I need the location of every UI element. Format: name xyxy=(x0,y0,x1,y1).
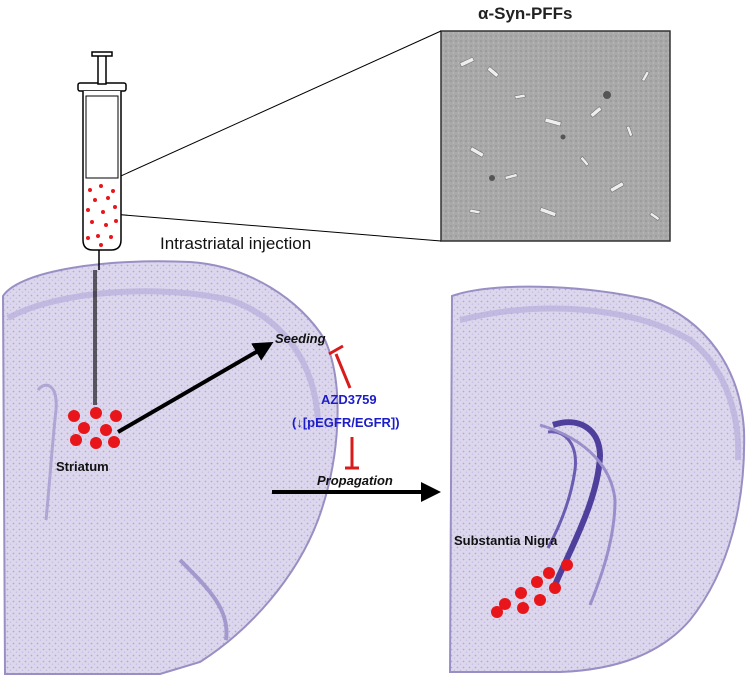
pff-particles xyxy=(86,184,118,247)
zoom-line-top xyxy=(111,30,442,181)
drug-label: AZD3759 xyxy=(321,392,377,407)
seeding-label: Seeding xyxy=(275,331,326,346)
inhibit-propagation xyxy=(345,437,359,470)
seeding-arrow xyxy=(116,341,274,434)
injection-label: Intrastriatal injection xyxy=(160,234,312,253)
nigra-aggregates xyxy=(491,559,573,618)
pff-micrograph xyxy=(440,30,671,242)
micrograph-title: α-Syn-PFFs xyxy=(478,4,573,23)
propagation-label: Propagation xyxy=(317,473,393,488)
zoom-line-bottom xyxy=(111,213,442,242)
inhibit-seeding xyxy=(328,344,352,389)
syringe xyxy=(77,51,127,405)
striatum-label: Striatum xyxy=(56,459,109,474)
right-brain-section xyxy=(448,285,746,673)
substantia-nigra-label: Substantia Nigra xyxy=(454,533,558,548)
left-brain-section xyxy=(1,260,339,675)
mechanism-label: (↓[pEGFR/EGFR]) xyxy=(292,415,400,430)
striatum-aggregates xyxy=(68,407,122,449)
